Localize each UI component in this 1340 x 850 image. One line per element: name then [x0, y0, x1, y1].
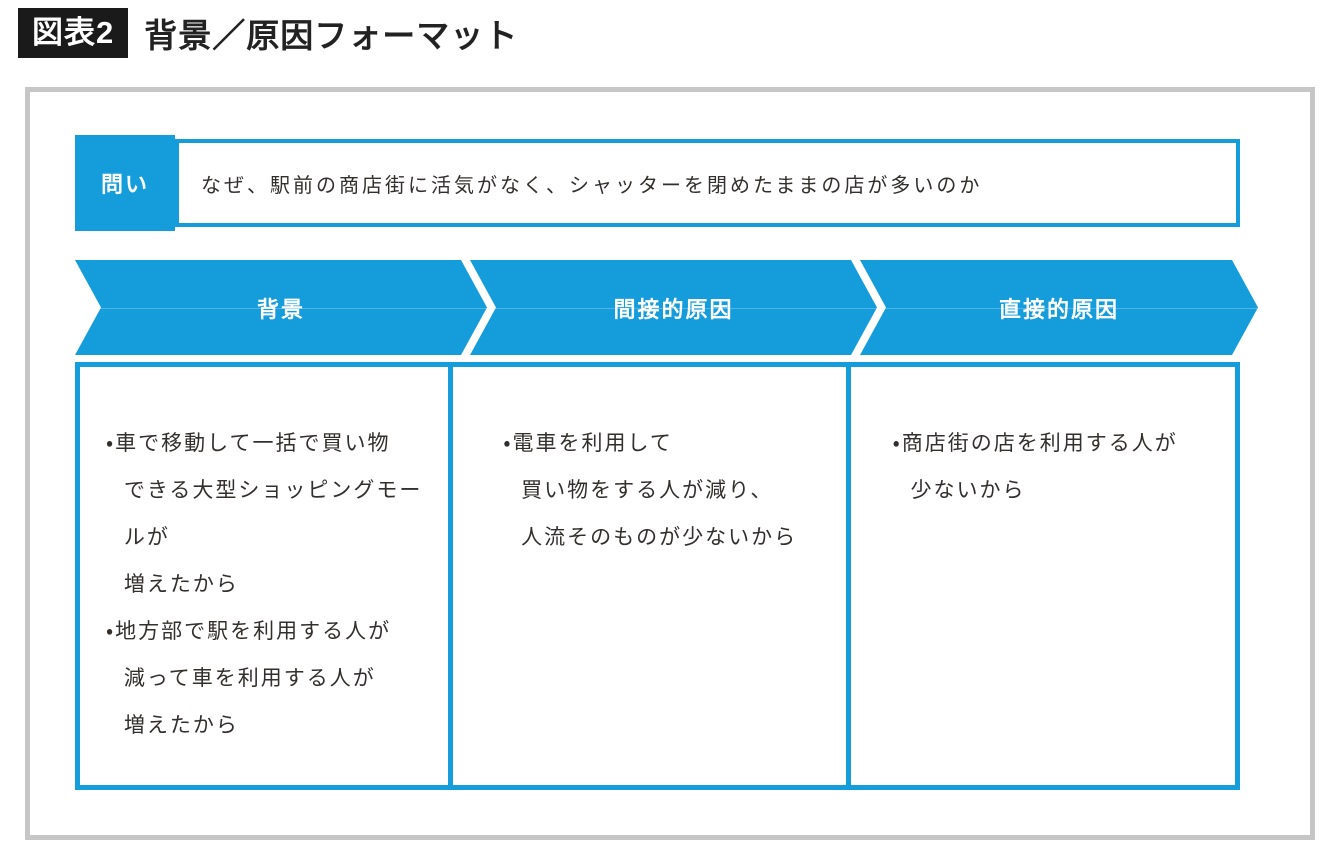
bullet-line: 買い物をする人が減り、 — [521, 479, 774, 502]
figure-frame: 問い なぜ、駅前の商店街に活気がなく、シャッターを閉めたままの店が多いのか 背景… — [25, 87, 1315, 840]
column-background: ・車で移動して一括で買い物 できる大型ショッピングモールが 増えたから ・地方部… — [75, 362, 454, 790]
arrow-header-direct-cause: 直接的原因 — [860, 260, 1258, 355]
figure-header: 図表2 背景／原因フォーマット — [18, 8, 518, 58]
bullet-line: 減って車を利用する人が — [123, 667, 376, 690]
bullet-item: ・商店街の店を利用する人が 少ないから — [893, 420, 1225, 514]
bullet-line: 増えたから — [123, 573, 239, 596]
content-columns: ・車で移動して一括で買い物 できる大型ショッピングモールが 増えたから ・地方部… — [75, 362, 1240, 790]
figure-title: 背景／原因フォーマット — [144, 17, 519, 54]
stage-arrows: 背景 間接的原因 直接的原因 — [30, 260, 1310, 355]
bullet-line: 人流そのものが少ないから — [521, 526, 798, 549]
bullet-line: ・地方部で駅を利用する人が — [106, 620, 392, 643]
bullet-item: ・車で移動して一括で買い物 できる大型ショッピングモールが 増えたから — [106, 420, 438, 608]
bullet-line: 増えたから — [123, 714, 239, 737]
figure-number-badge: 図表2 — [18, 8, 129, 58]
bullet-line: ・電車を利用して — [503, 432, 673, 455]
question-label: 問い — [75, 135, 175, 231]
bullet-line: 少ないから — [910, 479, 1026, 502]
question-text: なぜ、駅前の商店街に活気がなく、シャッターを閉めたままの店が多いのか — [201, 174, 983, 197]
column-indirect-cause: ・電車を利用して 買い物をする人が減り、 人流そのものが少ないから — [448, 362, 851, 790]
column-direct-cause: ・商店街の店を利用する人が 少ないから — [845, 362, 1240, 790]
arrow-header-background: 背景 — [75, 260, 487, 355]
bullet-item: ・地方部で駅を利用する人が 減って車を利用する人が 増えたから — [106, 608, 438, 749]
arrow-header-indirect-cause: 間接的原因 — [470, 260, 877, 355]
bullet-item: ・電車を利用して 買い物をする人が減り、 人流そのものが少ないから — [503, 420, 835, 561]
bullet-line: ・車で移動して一括で買い物 — [106, 432, 391, 455]
question-box: なぜ、駅前の商店街に活気がなく、シャッターを閉めたままの店が多いのか — [175, 139, 1240, 227]
bullet-line: できる大型ショッピングモールが — [123, 479, 423, 549]
bullet-line: ・商店街の店を利用する人が — [892, 432, 1178, 455]
